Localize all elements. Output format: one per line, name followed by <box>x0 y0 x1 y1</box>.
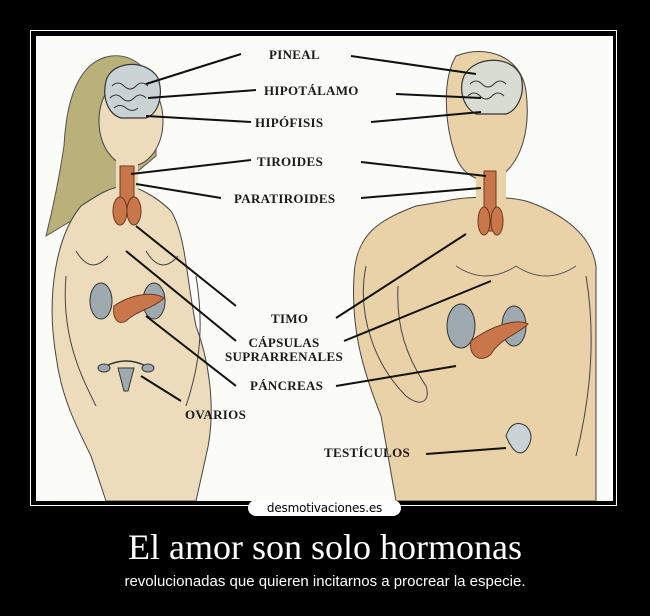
endocrine-illustration: PINEAL HIPOTÁLAMO HIPÓFISIS TIROIDES PAR… <box>36 36 613 501</box>
label-tiroides: TIROIDES <box>257 154 323 169</box>
label-capsulas: CÁPSULAS SUPRARRENALES <box>222 336 346 364</box>
label-capsulas-line2: SUPRARRENALES <box>224 349 344 364</box>
leader-lines <box>125 53 507 455</box>
label-paratiroides: PARATIROIDES <box>234 191 336 206</box>
label-hipofisis: HIPÓFISIS <box>255 115 324 130</box>
site-watermark: desmotivaciones.es <box>248 500 401 516</box>
label-pancreas: PÁNCREAS <box>250 378 324 393</box>
label-ovarios: OVARIOS <box>185 407 247 422</box>
label-hipotalamo: HIPOTÁLAMO <box>264 83 359 98</box>
female-figure <box>45 55 212 501</box>
anatomy-drawing <box>45 51 597 501</box>
label-testiculos: TESTÍCULOS <box>324 445 411 460</box>
label-pineal: PINEAL <box>269 47 320 62</box>
male-figure <box>353 51 597 501</box>
poster-subtitle: revolucionadas que quieren incitarnos a … <box>124 573 526 590</box>
label-timo: TIMO <box>271 311 309 326</box>
label-capsulas-line1: CÁPSULAS <box>248 335 320 350</box>
poster-title: El amor son solo hormonas <box>128 527 522 567</box>
